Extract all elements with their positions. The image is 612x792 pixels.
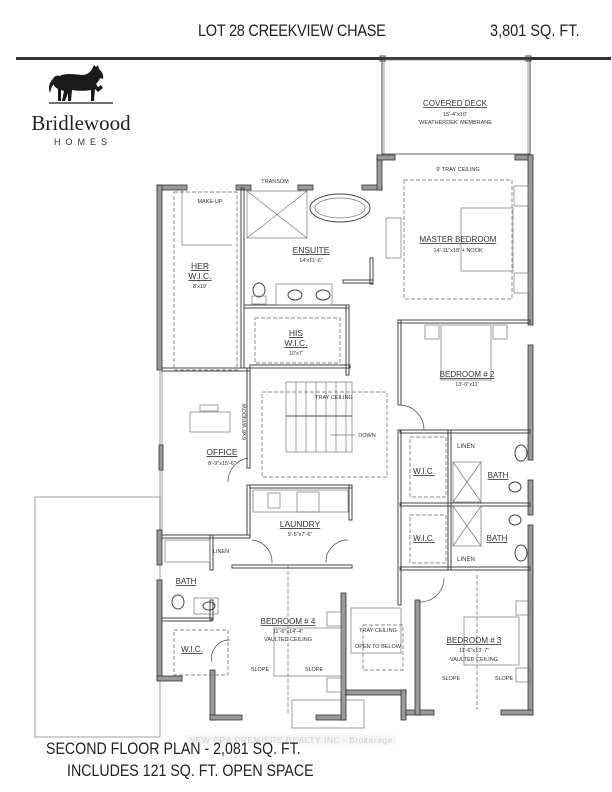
svg-text:TRAY CEILING: TRAY CEILING xyxy=(315,395,353,401)
interior-walls xyxy=(161,187,531,622)
open-to-below: TRAY CEILING OPEN TO BELOW xyxy=(350,607,404,671)
svg-text:HIS: HIS xyxy=(289,328,304,338)
bedroom-2: BEDROOM # 2 13'-6"x11' xyxy=(400,324,508,431)
svg-text:BEDROOM # 4: BEDROOM # 4 xyxy=(261,617,316,626)
svg-text:BEDROOM # 3: BEDROOM # 3 xyxy=(447,636,502,645)
master-bedroom: 9' TRAY CEILING MASTER BEDROOM 14'-11"x1… xyxy=(385,167,529,300)
covered-deck: COVERED DECK 15'-4"x10' 'WEATHERDEK' MEM… xyxy=(379,55,532,155)
svg-text:OFFICE: OFFICE xyxy=(206,447,237,457)
floor-plan-caption: SECOND FLOOR PLAN - 2,081 SQ. FT. xyxy=(46,740,301,758)
office: OFFICE 8'-9"x15'-6" 6'x8' WINDOW xyxy=(189,403,249,483)
ensuite-dims: 14'x11'-6" xyxy=(299,258,323,264)
svg-text:VAULTED CEILING: VAULTED CEILING xyxy=(450,657,498,663)
svg-text:BEDROOM # 2: BEDROOM # 2 xyxy=(440,370,495,379)
header-divider xyxy=(16,57,611,60)
svg-text:11'-6"x13'-7": 11'-6"x13'-7" xyxy=(459,648,489,654)
bed-icon xyxy=(460,207,514,272)
bed-icon xyxy=(440,324,492,381)
svg-text:SLOPE: SLOPE xyxy=(305,667,324,673)
svg-text:W.I.C.: W.I.C. xyxy=(413,534,435,543)
bed-icon xyxy=(273,627,342,677)
site-outline-right xyxy=(291,699,365,729)
svg-text:SLOPE: SLOPE xyxy=(442,676,461,682)
svg-text:TRAY CEILING: TRAY CEILING xyxy=(359,628,397,634)
toilet-icon xyxy=(171,594,185,610)
bathtub-icon xyxy=(164,539,211,563)
svg-text:LINEN: LINEN xyxy=(457,444,475,450)
svg-text:9'-5"x7'-6": 9'-5"x7'-6" xyxy=(288,532,313,538)
svg-text:SLOPE: SLOPE xyxy=(251,667,270,673)
svg-text:LINEN: LINEN xyxy=(213,549,229,555)
deck-note: 'WEATHERDEK' MEMBRANE xyxy=(418,120,492,126)
total-sqft: 3,801 SQ. FT. xyxy=(490,22,580,40)
bath-block: BATH BATH LINEN LINEN W.I.C. W.I.C. xyxy=(409,436,528,564)
bedroom-3: BEDROOM # 3 11'-6"x13'-7" VAULTED CEILIN… xyxy=(419,575,531,710)
svg-text:9' TRAY CEILING: 9' TRAY CEILING xyxy=(436,167,479,173)
his-wic: HIS W.I.C. 10'x7' xyxy=(254,317,341,364)
svg-text:13'-6"x11': 13'-6"x11' xyxy=(455,382,479,388)
exterior-walls xyxy=(156,154,534,721)
laundry: LAUNDRY 9'-5"x7'-6" xyxy=(251,489,349,564)
svg-text:LAUNDRY: LAUNDRY xyxy=(280,519,321,529)
svg-text:BATH: BATH xyxy=(487,534,508,543)
svg-text:BATH: BATH xyxy=(488,471,509,480)
horse-icon xyxy=(49,65,113,104)
bed-icon xyxy=(463,616,520,666)
toilet-icon xyxy=(252,282,266,298)
svg-text:SLOPE: SLOPE xyxy=(495,676,514,682)
ensuite-fixtures: MAKE-UP TRANSOM ENSUITE 14'x11'-6" xyxy=(181,179,371,306)
her-wic: HER W.I.C. 8'x19' xyxy=(173,191,238,371)
makeup-label: MAKE-UP xyxy=(197,199,222,205)
svg-text:OPEN TO BELOW: OPEN TO BELOW xyxy=(355,644,402,650)
watermark: NEW ERA PREMIERE REALTY INC - Brokerage xyxy=(186,735,396,745)
svg-text:MASTER BEDROOM: MASTER BEDROOM xyxy=(420,235,497,244)
bedroom-4: BEDROOM # 4 11'-6"x14'-4" VAULTED CEILIN… xyxy=(251,565,342,715)
svg-text:VAULTED CEILING: VAULTED CEILING xyxy=(264,637,312,643)
svg-text:LINEN: LINEN xyxy=(457,557,475,563)
desk-icon xyxy=(189,411,231,433)
open-space-caption: INCLUDES 121 SQ. FT. OPEN SPACE xyxy=(67,762,314,780)
svg-text:11'-6"x14'-4": 11'-6"x14'-4" xyxy=(273,629,303,635)
left-bath: LINEN BATH W.I.C. xyxy=(164,539,231,676)
svg-text:W.I.C.: W.I.C. xyxy=(413,467,435,476)
staircase: TRAY CEILING DOWN xyxy=(261,381,388,478)
svg-text:DOWN: DOWN xyxy=(358,433,375,439)
brand-logo: Bridlewood HOMES xyxy=(26,63,136,147)
deck-label: COVERED DECK xyxy=(423,99,488,108)
svg-text:W.I.C.: W.I.C. xyxy=(181,645,203,654)
svg-text:W.I.C.: W.I.C. xyxy=(188,271,211,281)
svg-text:8'-9"x15'-6": 8'-9"x15'-6" xyxy=(208,461,236,467)
plan-title: LOT 28 CREEKVIEW CHASE xyxy=(198,22,386,40)
svg-text:W.I.C.: W.I.C. xyxy=(284,338,307,348)
svg-text:6'x8' WINDOW: 6'x8' WINDOW xyxy=(242,403,248,440)
svg-text:HER: HER xyxy=(191,261,209,271)
brand-subtitle: HOMES xyxy=(53,137,112,147)
svg-text:BATH: BATH xyxy=(176,577,197,586)
ensuite-label: ENSUITE xyxy=(293,245,330,255)
svg-text:8'x19': 8'x19' xyxy=(193,284,207,290)
transom-label: TRANSOM xyxy=(261,179,289,185)
svg-text:10'x7': 10'x7' xyxy=(289,351,303,357)
site-outline xyxy=(34,496,161,738)
brand-name: Bridlewood xyxy=(31,111,131,135)
sink-icon xyxy=(202,601,216,611)
svg-text:14'-11"x18' + NOOK: 14'-11"x18' + NOOK xyxy=(433,248,482,254)
deck-dims: 15'-4"x10' xyxy=(443,112,467,118)
